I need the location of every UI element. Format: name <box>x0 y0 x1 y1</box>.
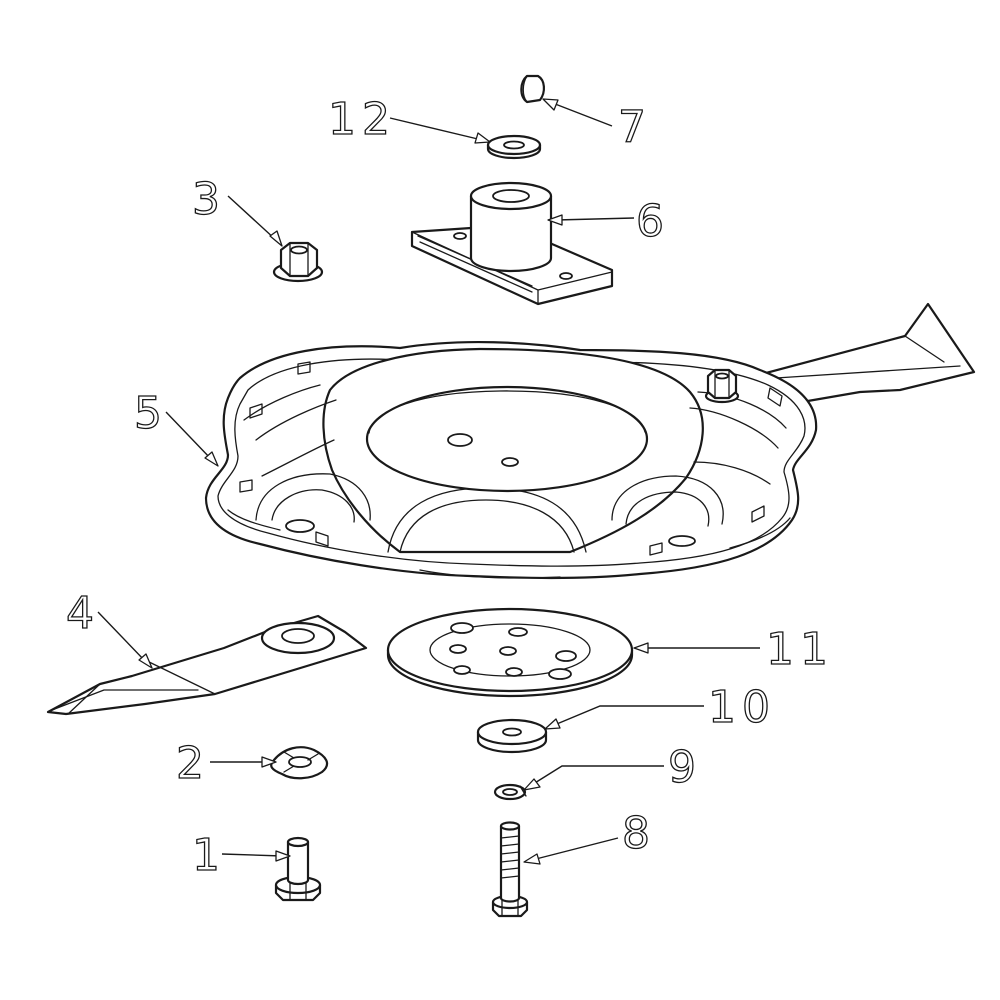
part-10-washer <box>476 718 548 754</box>
callout-7: 7 <box>618 102 652 153</box>
callout-2: 2 <box>176 738 210 789</box>
leader-10 <box>551 705 704 727</box>
callout-10: 10 <box>708 682 776 733</box>
part-2-bow-washer <box>270 746 329 780</box>
part-11-plate <box>386 607 634 698</box>
housing-nut <box>704 368 740 404</box>
leader-lines <box>97 98 760 865</box>
callout-12: 12 <box>328 94 396 145</box>
callout-4: 4 <box>66 588 100 639</box>
part-1-bolt <box>274 836 322 902</box>
part-6-hub <box>410 181 614 306</box>
callout-8: 8 <box>622 808 656 859</box>
callout-5: 5 <box>134 388 168 439</box>
part-7-key <box>520 74 545 104</box>
part-8-bolt <box>491 821 529 918</box>
callout-3: 3 <box>192 174 226 225</box>
callout-11: 11 <box>766 624 834 675</box>
leader-6 <box>555 217 635 221</box>
part-5-housing <box>204 340 818 580</box>
leader-8 <box>531 837 619 861</box>
leader-3 <box>227 195 277 241</box>
callout-6: 6 <box>636 196 670 247</box>
callout-1: 1 <box>192 830 226 881</box>
part-4-blade <box>46 614 368 716</box>
leader-9 <box>529 765 664 787</box>
callout-labels: 1 2 3 4 5 6 7 8 9 10 11 12 <box>65 93 834 881</box>
leader-7 <box>549 101 613 127</box>
leader-4 <box>97 611 147 663</box>
leader-1 <box>221 853 283 857</box>
part-12-washer <box>486 134 542 160</box>
callout-9: 9 <box>668 742 702 793</box>
leader-5 <box>165 411 213 461</box>
part-3-nut <box>272 241 324 283</box>
part-9-lock-washer <box>493 783 527 801</box>
leader-12 <box>389 117 483 141</box>
